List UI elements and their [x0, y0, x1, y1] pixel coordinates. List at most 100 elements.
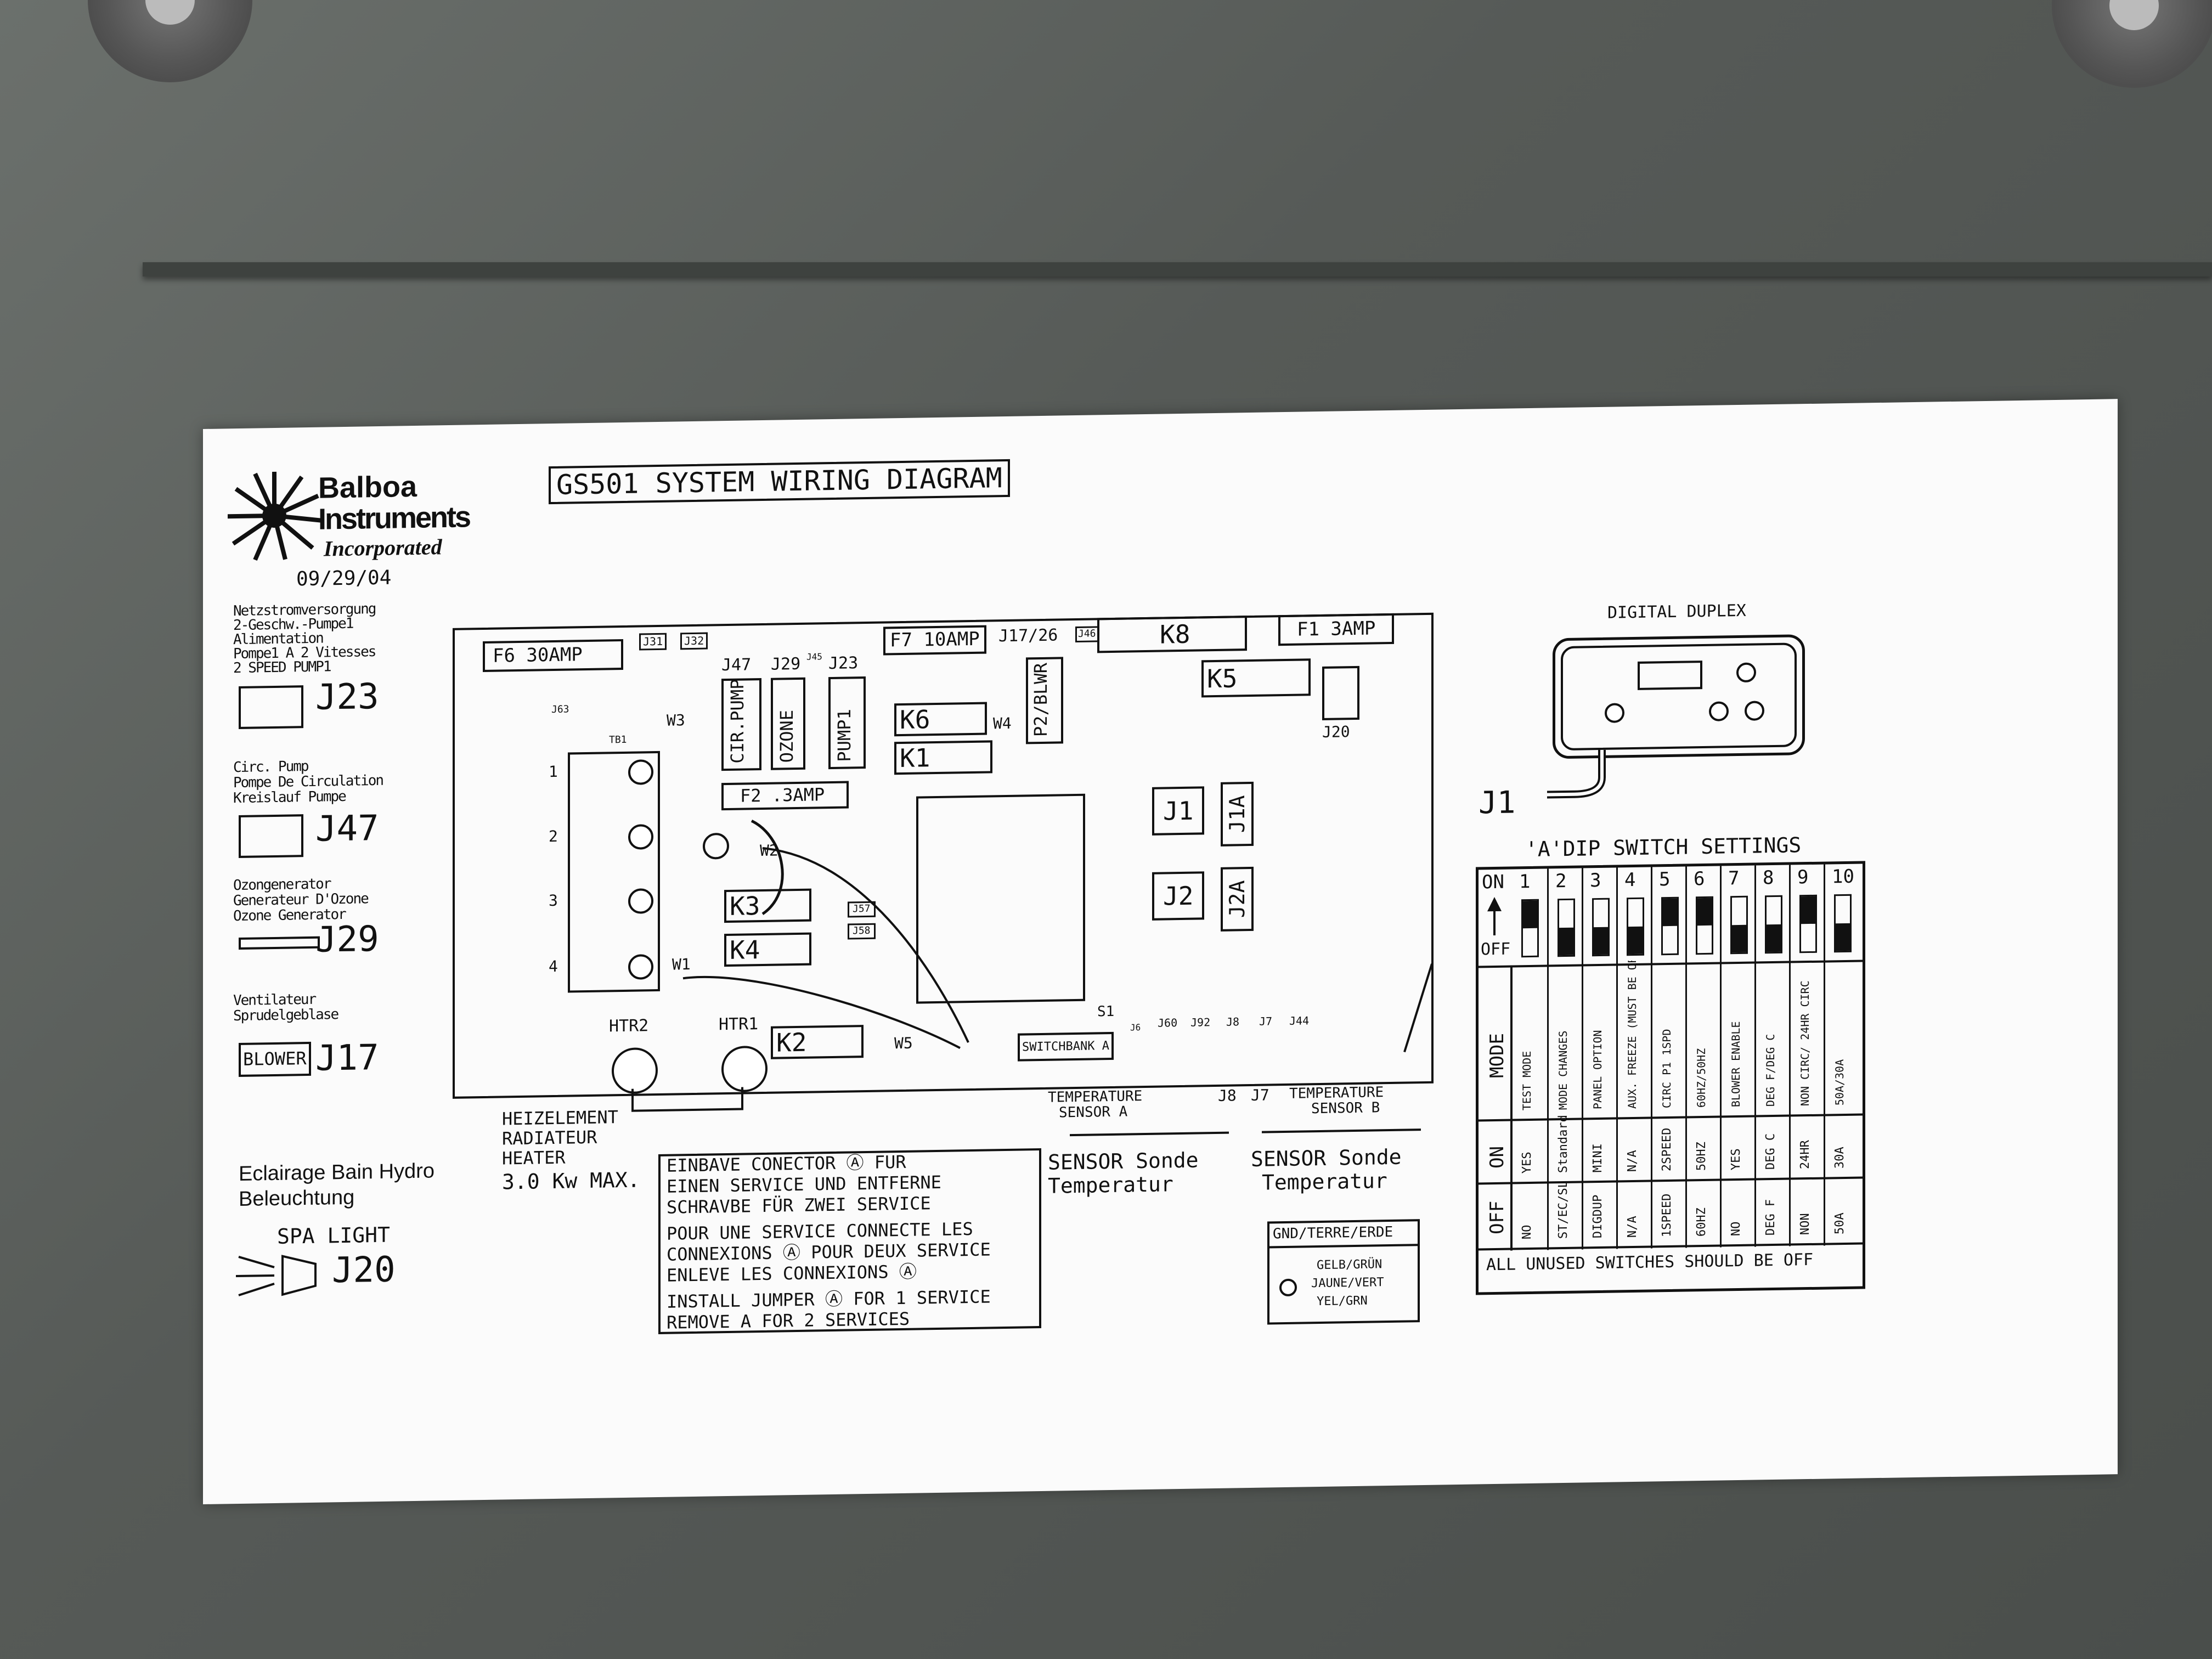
ground-line-0: GELB/GRÜN: [1317, 1257, 1383, 1273]
dip-toggle-switch[interactable]: [1521, 899, 1539, 958]
dip-number: 10: [1832, 865, 1854, 888]
j20-connector-label: J20: [332, 1249, 396, 1291]
duplex-panel-icon: [1553, 634, 1805, 759]
dip-mode-header: MODE: [1486, 1032, 1508, 1079]
dip-toggle-switch[interactable]: [1696, 896, 1713, 955]
dip-on-vals-cell: YES: [1729, 1148, 1743, 1171]
heater-line-2: HEATER: [502, 1147, 566, 1169]
lid-rail: [143, 262, 2212, 276]
dip-mode-cell: DEG F/DEG C: [1764, 1034, 1777, 1107]
wiring-diagram-sheet: Balboa Instruments Incorporated 09/29/04…: [203, 399, 2118, 1504]
dip-toggle-switch[interactable]: [1765, 895, 1782, 954]
sensor-a-caption-1: Temperatur: [1048, 1172, 1173, 1198]
sensor-b-label-1: SENSOR B: [1311, 1099, 1380, 1118]
heater-line-0: HEIZELEMENT: [502, 1107, 618, 1130]
dip-number: 9: [1797, 866, 1809, 889]
dip-toggle-knob: [1767, 924, 1781, 952]
dip-mode-cell: MODE CHANGES: [1556, 1030, 1570, 1110]
duplex-cable-icon: [1547, 749, 1606, 799]
dip-toggle-switch[interactable]: [1661, 896, 1679, 956]
dip-toggle-knob: [1801, 896, 1815, 924]
dip-number: 3: [1590, 869, 1601, 892]
dip-toggle-switch[interactable]: [1834, 894, 1852, 953]
dip-number: 2: [1555, 870, 1567, 893]
dip-toggle-knob: [1559, 927, 1573, 956]
dip-number: 5: [1659, 868, 1671, 891]
dip-off-vals-cell: 50A: [1833, 1212, 1847, 1235]
dip-divider: [1510, 965, 1513, 1251]
sensor-b-probe-icon: [1262, 1128, 1421, 1133]
note-de-0: EINBAVE CONECTOR Ⓐ FUR: [667, 1151, 906, 1176]
dip-off-vals-cell: ST/EC/SL: [1556, 1180, 1570, 1239]
ground-line-1: JAUNE/VERT: [1311, 1276, 1384, 1291]
dip-mode-cell: TEST MODE: [1520, 1051, 1533, 1111]
note-de-2: SCHRAVBE FÜR ZWEI SERVICE: [667, 1193, 931, 1218]
dip-off-label: OFF: [1481, 939, 1511, 960]
sensor-a-caption-0: SENSOR Sonde: [1048, 1148, 1199, 1175]
balboa-logo: Balboa Instruments Incorporated: [225, 465, 521, 563]
dip-off-vals-cell: DIGDUP: [1591, 1194, 1605, 1239]
dip-number: 1: [1519, 870, 1531, 893]
dip-on-vals-cell: 30A: [1833, 1147, 1847, 1169]
dip-toggle-switch[interactable]: [1592, 898, 1610, 957]
ground-line-2: YEL/GRN: [1317, 1294, 1368, 1309]
dip-off-vals-cell: 60HZ: [1695, 1207, 1708, 1237]
screw-boss: [88, 0, 252, 82]
dip-on-vals-cell: N/A: [1626, 1150, 1639, 1172]
dip-toggle-knob: [1836, 923, 1850, 951]
dip-mode-cell: NON CIRC/ 24HR CIRC: [1798, 980, 1812, 1107]
sensor-b-caption-0: SENSOR Sonde: [1251, 1144, 1402, 1171]
dip-toggle-switch[interactable]: [1799, 894, 1817, 953]
dip-on-vals-cell: YES: [1520, 1152, 1534, 1174]
dip-on-vals-cell: Standard: [1556, 1114, 1570, 1173]
dip-toggle-switch[interactable]: [1627, 897, 1644, 956]
dip-number: 6: [1694, 867, 1705, 890]
dip-mode-cell: 60HZ/50HZ: [1695, 1048, 1708, 1108]
dip-off-vals-cell: 1SPEED: [1660, 1193, 1674, 1238]
dip-mode-cell: CIRC P1 1SPD: [1660, 1029, 1673, 1109]
dip-title: 'A'DIP SWITCH SETTINGS: [1525, 833, 1802, 862]
sensor-a-jack: J8: [1218, 1086, 1237, 1105]
dip-toggle-knob: [1732, 924, 1746, 953]
dip-mode-cell: AUX. FREEZE (MUST BE OFF): [1626, 960, 1639, 1109]
ground-title: GND/TERRE/ERDE: [1273, 1223, 1393, 1243]
dip-off-vals-cell: NO: [1520, 1224, 1534, 1240]
dip-toggle-knob: [1628, 926, 1643, 955]
dip-off-header: OFF: [1486, 1200, 1508, 1235]
dip-column-10: 10 50A/30A 30A 50A: [1824, 864, 1860, 1246]
dip-mode-cell: 50A/30A: [1833, 1059, 1846, 1106]
light-text-1: Beleuchtung: [239, 1186, 355, 1211]
board-wiring: [631, 820, 1433, 1112]
dip-on-vals-cell: 24HR: [1798, 1139, 1812, 1170]
dip-on-header: ON: [1486, 1146, 1508, 1169]
heater-line-3: 3.0 Kw MAX.: [502, 1167, 640, 1194]
dip-number: 7: [1728, 867, 1740, 890]
dip-on-label: ON: [1482, 871, 1504, 894]
dip-toggle-knob: [1594, 927, 1608, 955]
dip-toggle-knob: [1523, 900, 1537, 929]
dip-mode-cell: PANEL OPTION: [1591, 1030, 1604, 1110]
sensor-b-jack: J7: [1251, 1086, 1269, 1104]
light-text-0: Eclairage Bain Hydro: [239, 1159, 435, 1186]
dip-column-6: 6 60HZ/50HZ 50HZ 60HZ: [1685, 866, 1722, 1248]
sensor-a-label-0: TEMPERATURE: [1048, 1088, 1143, 1106]
dip-on-vals-cell: 50HZ: [1695, 1141, 1708, 1171]
dip-on-vals-cell: 2SPEED: [1660, 1127, 1674, 1172]
dip-toggle-switch[interactable]: [1730, 895, 1748, 955]
dip-toggle-switch[interactable]: [1558, 898, 1575, 957]
note-en-1: REMOVE A FOR 2 SERVICES: [667, 1308, 910, 1333]
dip-toggle-knob: [1663, 898, 1677, 927]
duplex-connector-j1: J1: [1479, 785, 1516, 821]
duplex-title: DIGITAL DUPLEX: [1607, 601, 1746, 623]
spa-light-icon: [236, 1255, 317, 1296]
